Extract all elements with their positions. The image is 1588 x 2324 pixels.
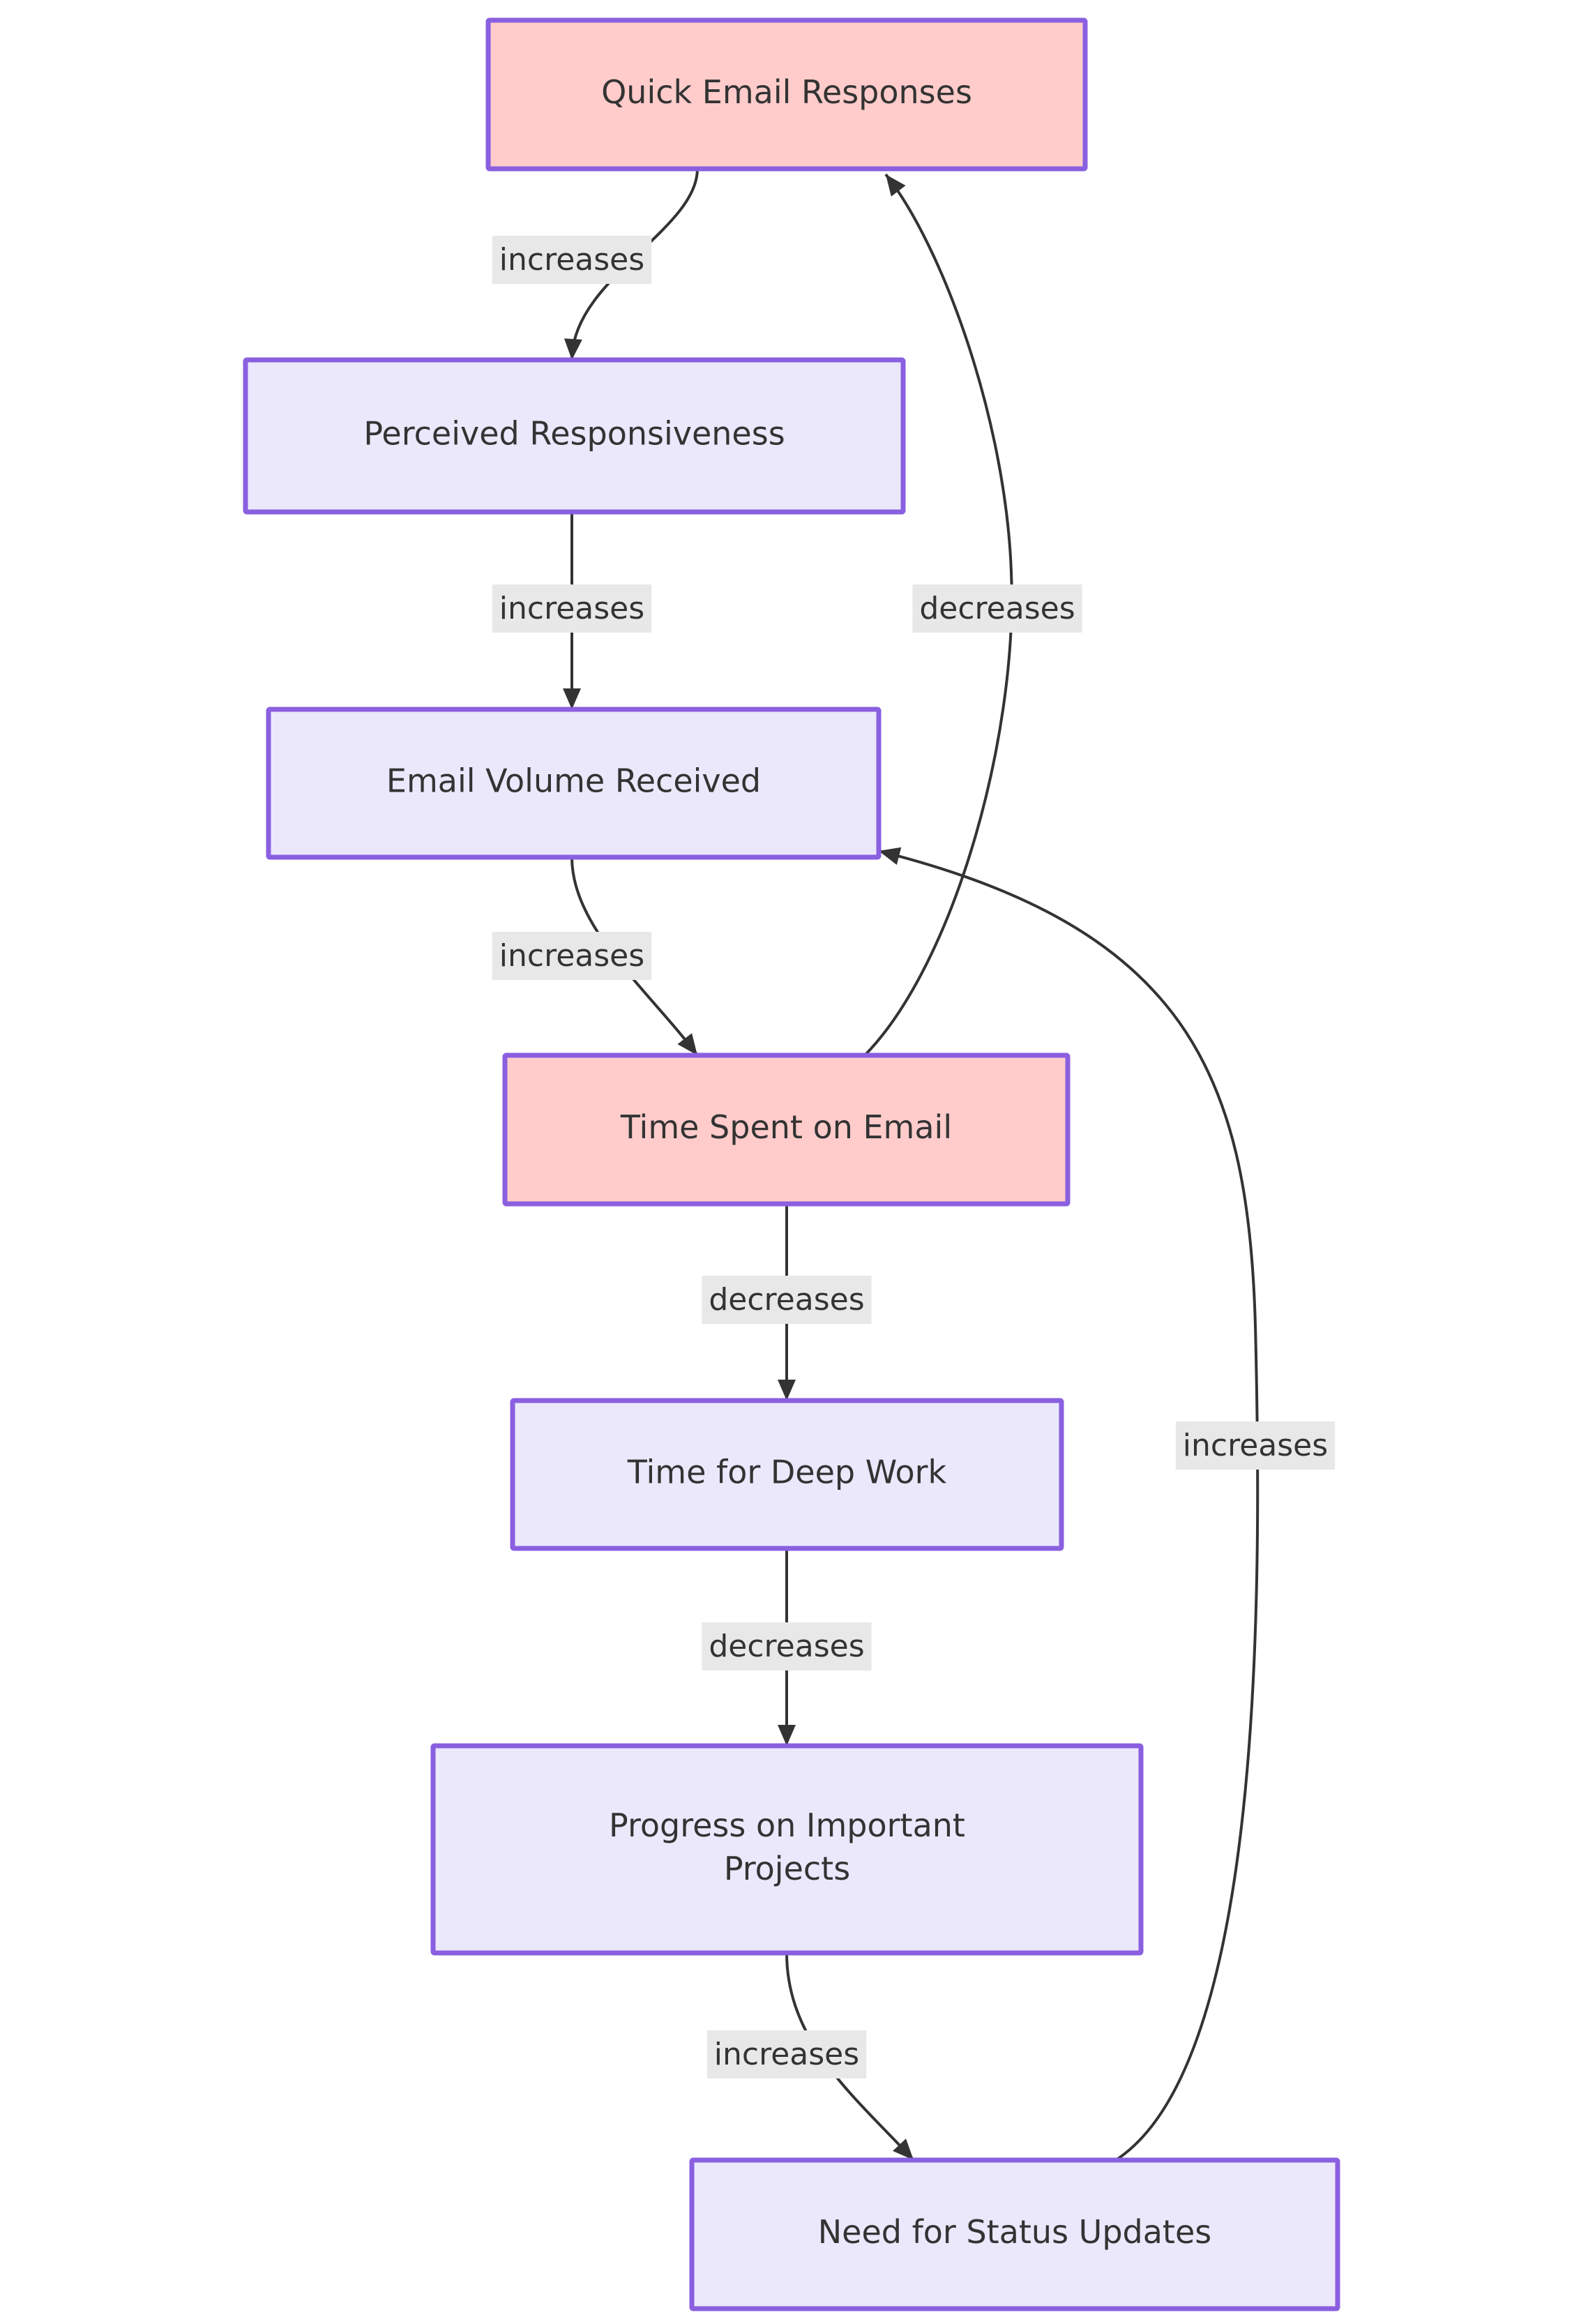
node-box[interactable] xyxy=(430,1743,1144,1956)
arrowhead-icon xyxy=(677,1033,697,1055)
edge-quick-to-perceived-label: increases xyxy=(492,236,652,284)
edge-label-background xyxy=(492,584,652,633)
edge-status-updates-to-volume xyxy=(878,847,1260,2161)
arrowhead-icon xyxy=(564,338,582,360)
node-box[interactable] xyxy=(243,357,906,515)
edge-time-spent-to-deep-work-label: decreases xyxy=(702,1276,872,1324)
edge-label-text: increases xyxy=(499,591,644,626)
node-box[interactable] xyxy=(266,707,882,860)
edge-label-background xyxy=(706,2030,867,2078)
arrowhead-icon xyxy=(879,847,902,865)
edge-line xyxy=(878,850,1260,2161)
edge-deep-work-to-progress-label: decreases xyxy=(702,1622,872,1670)
arrowhead-icon xyxy=(778,1380,796,1401)
node-time_for_deep_work[interactable]: Time for Deep Work xyxy=(510,1398,1064,1551)
edge-label-background xyxy=(492,236,652,284)
arrowhead-icon xyxy=(778,1725,796,1746)
arrowhead-icon xyxy=(886,174,906,197)
node-label: Projects xyxy=(724,1850,850,1887)
node-label: Perceived Responsiveness xyxy=(363,415,785,453)
node-label: Need for Status Updates xyxy=(818,2213,1211,2251)
node-label: Time for Deep Work xyxy=(627,1454,947,1491)
arrowhead-icon xyxy=(893,2138,914,2160)
edge-status-updates-to-volume-label: increases xyxy=(1175,1421,1336,1470)
edge-label-text: increases xyxy=(714,2037,859,2072)
edges-layer xyxy=(563,168,1260,2161)
node-box[interactable] xyxy=(502,1052,1071,1207)
edge-label-text: decreases xyxy=(709,1629,864,1664)
edge-label-background xyxy=(702,1622,872,1670)
node-quick_email_responses[interactable]: Quick Email Responses xyxy=(485,17,1088,172)
node-email_volume_received[interactable]: Email Volume Received xyxy=(266,707,882,860)
node-label: Progress on Important xyxy=(609,1806,965,1844)
edge-label-background xyxy=(702,1276,872,1324)
node-label: Quick Email Responses xyxy=(601,73,972,111)
edge-label-text: increases xyxy=(1183,1428,1328,1463)
arrowhead-icon xyxy=(563,688,581,709)
edge-perceived-to-volume-label: increases xyxy=(492,584,652,633)
edge-time-spent-to-quick-label: decreases xyxy=(912,584,1082,633)
edge-progress-to-status-updates-label: increases xyxy=(706,2030,867,2078)
node-box[interactable] xyxy=(485,17,1088,172)
node-time_spent_on_email[interactable]: Time Spent on Email xyxy=(502,1052,1071,1207)
edge-label-text: increases xyxy=(499,242,644,278)
edge-label-background xyxy=(912,584,1082,633)
edge-labels-layer: increases increases increases decreases decr… xyxy=(492,236,1336,2078)
edge-time-spent-to-quick xyxy=(863,173,1013,1057)
node-need_for_status_updates[interactable]: Need for Status Updates xyxy=(689,2157,1340,2311)
node-box[interactable] xyxy=(689,2157,1340,2311)
edge-label-background xyxy=(1175,1421,1336,1470)
node-box[interactable] xyxy=(510,1398,1064,1551)
node-label: Time Spent on Email xyxy=(620,1108,952,1146)
edge-label-text: increases xyxy=(499,938,644,974)
edge-label-background xyxy=(492,932,652,980)
edge-line xyxy=(863,173,1013,1057)
edge-label-text: decreases xyxy=(919,591,1075,626)
node-perceived_responsiveness[interactable]: Perceived Responsiveness xyxy=(243,357,906,515)
edge-label-text: decreases xyxy=(709,1282,864,1318)
node-label: Email Volume Received xyxy=(386,762,761,800)
edge-volume-to-time-spent-label: increases xyxy=(492,932,652,980)
